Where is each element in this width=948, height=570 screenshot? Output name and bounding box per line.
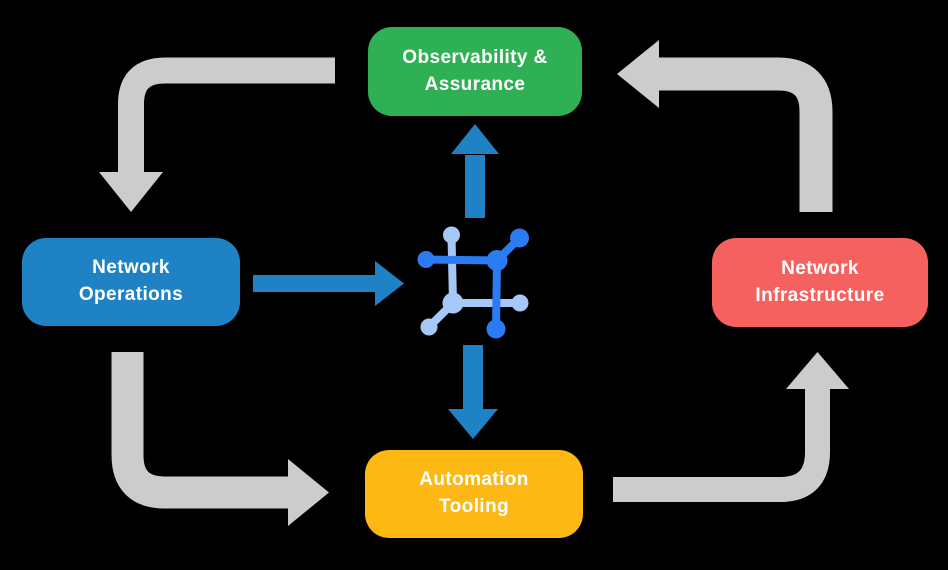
arrow-head-up-icon [786,352,849,389]
arrow-head-left-icon [617,40,659,108]
arrow-head-right-icon [375,261,404,306]
icon-node [443,226,460,244]
arrow-shaft [111,352,289,509]
icon-line [422,255,501,265]
arrow-infrastructure-to-observability [617,40,833,212]
node-observability-assurance: Observability & Assurance [368,27,582,116]
node-label: Network Operations [78,257,184,305]
icon-node [486,250,508,271]
icon-line [492,256,501,333]
arrow-shaft [118,57,335,174]
arrow-shaft [659,57,833,212]
icon-node [510,228,529,248]
arrow-head-up-icon [451,124,499,154]
icon-node [420,318,438,336]
arrow-head-right-icon [288,459,329,526]
arrow-operations-to-automation [111,352,329,526]
arrow-shaft [613,389,830,502]
arrow-head-down-icon [448,409,498,439]
node-network-operations: Network Operations [22,238,240,326]
arrow-head-down-icon [99,172,163,212]
node-label: Observability & Assurance [402,46,548,95]
node-network-infrastructure: Network Infrastructure [712,238,928,327]
icon-node [486,319,506,339]
icon-node [442,292,464,314]
icon-node [417,251,435,268]
icon-line [447,232,457,307]
arrow-operations-to-center [253,261,404,306]
node-automation-tooling: Automation Tooling [365,450,583,538]
arrow-observability-to-operations [99,57,335,212]
icon-node [511,294,529,312]
arrow-center-to-observability [451,124,499,218]
arrow-center-to-automation [448,345,498,439]
node-label: Automation Tooling [419,469,529,517]
node-label: Network Infrastructure [755,257,885,306]
arrow-automation-to-infrastructure [613,352,849,502]
network-fabric-icon [417,226,529,339]
